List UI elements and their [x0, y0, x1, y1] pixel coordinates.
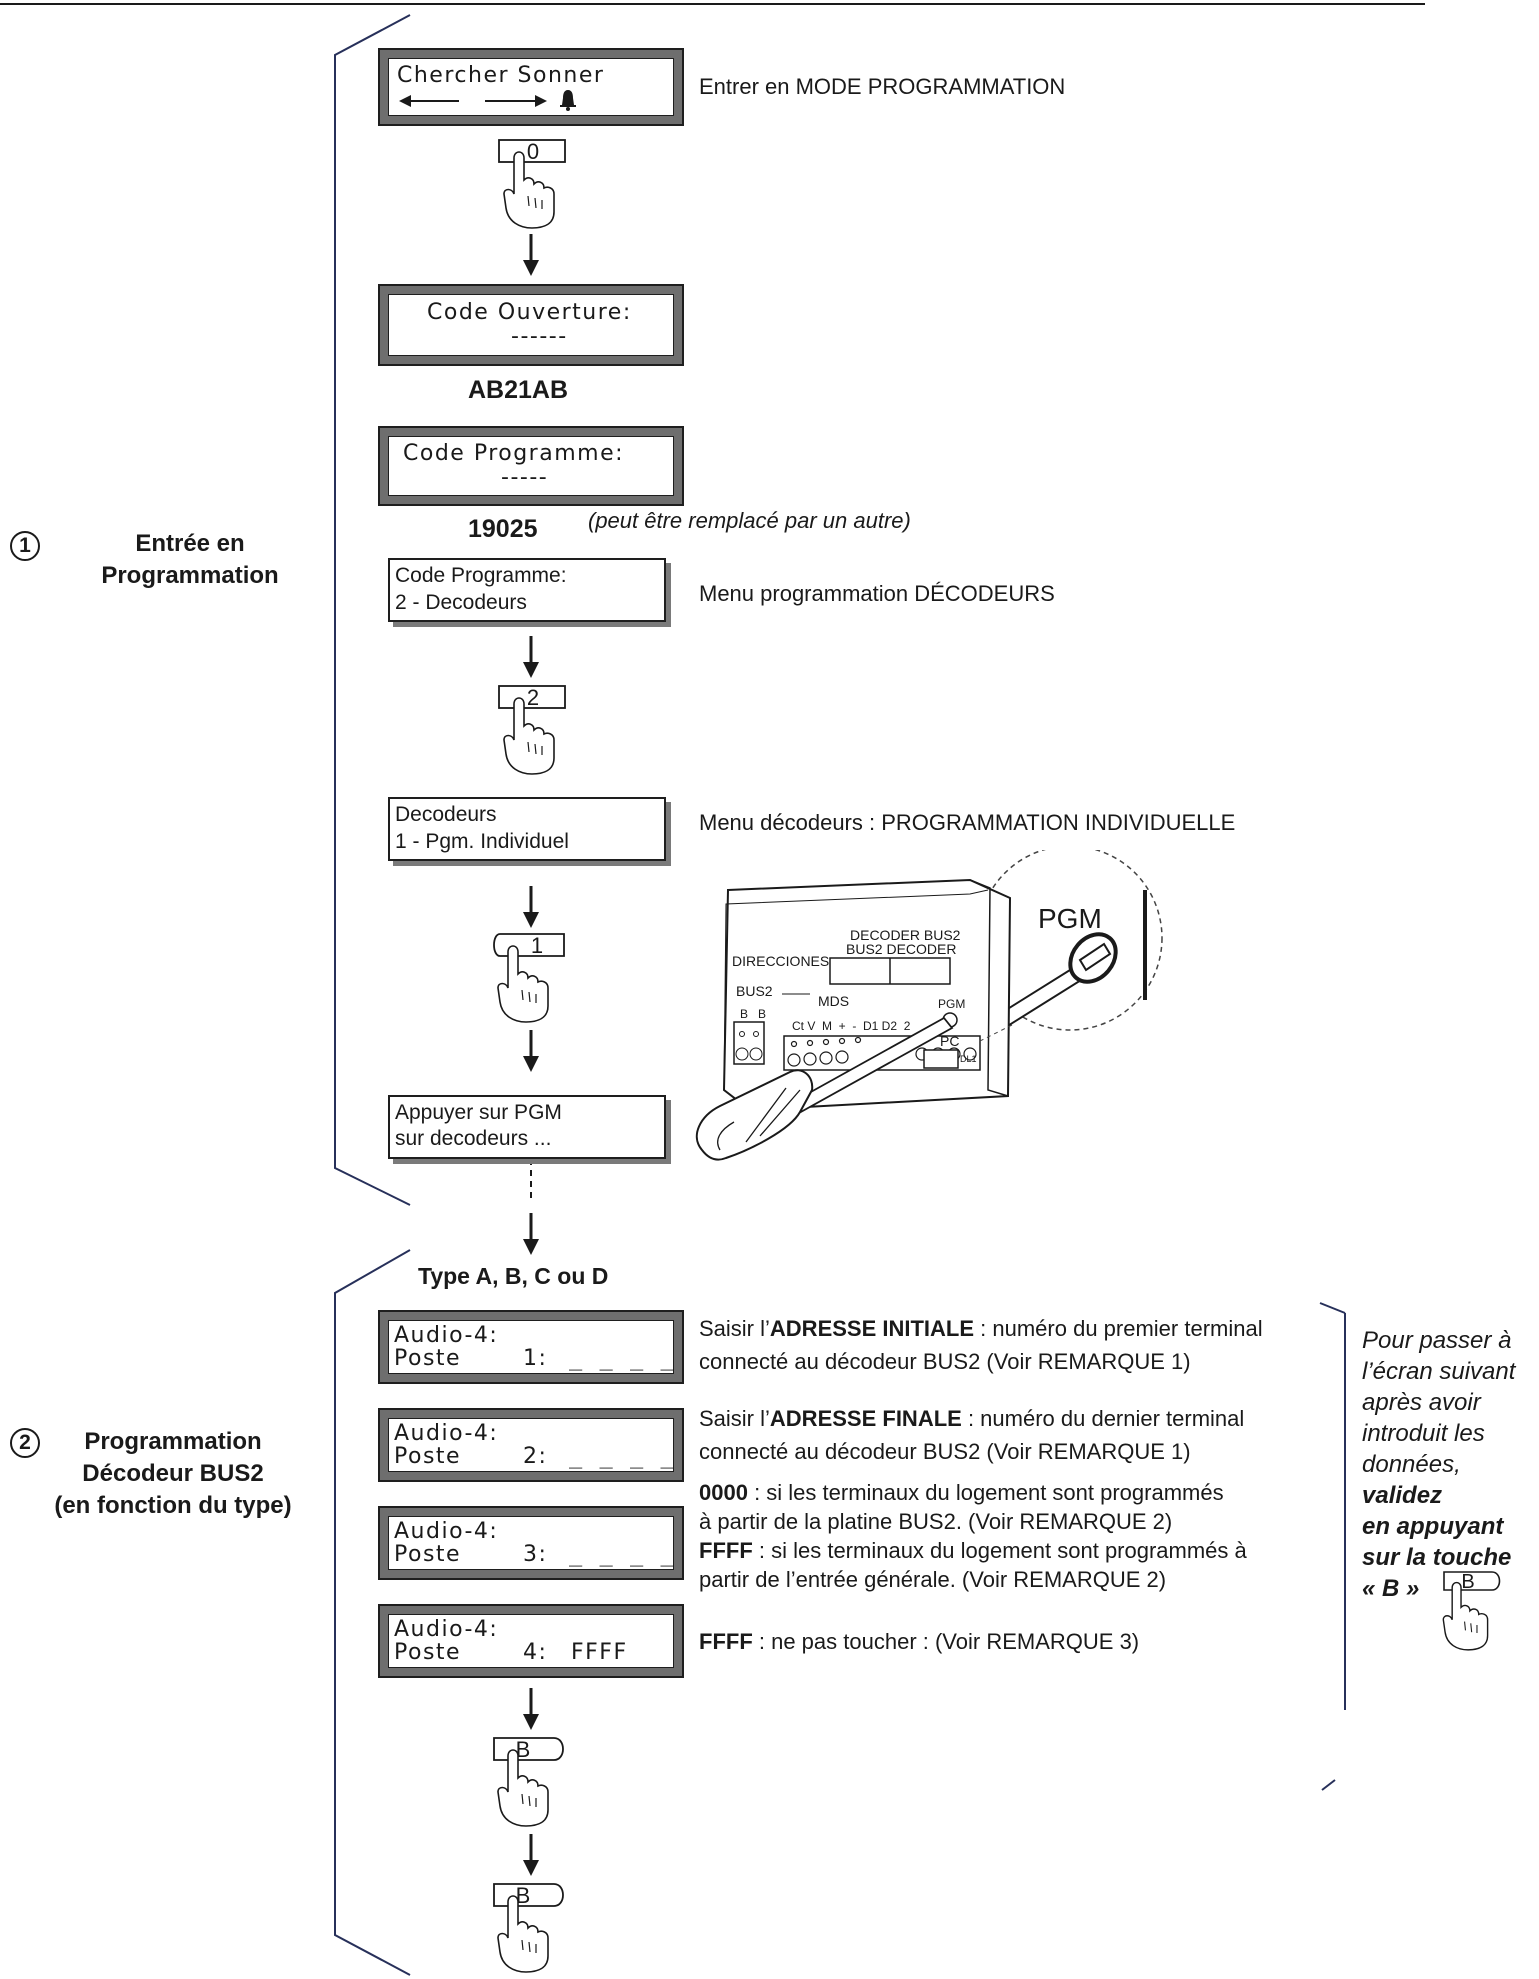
arrow-down-icon	[523, 234, 539, 276]
key-0-press: 0	[498, 136, 568, 230]
direcciones-label: DIRECCIONES	[732, 953, 829, 969]
lcd-line1: Audio-4:	[394, 1421, 499, 1446]
lcd-display-search: Chercher Sonner	[378, 48, 684, 126]
lcd-line2: ------	[511, 324, 568, 349]
side-note-validate: Pour passer à l’écran suivant après avoi…	[1362, 1327, 1516, 1602]
lcd-display-open-code: Code Ouverture: ------	[378, 284, 684, 366]
section-2-number: 2	[10, 1428, 40, 1458]
bell-icon	[560, 90, 576, 111]
lcd-display-press-pgm: Appuyer sur PGM sur decodeurs ...	[388, 1095, 666, 1159]
lcd-value: FFFF	[571, 1640, 628, 1665]
lcd-index: 4:	[523, 1640, 548, 1665]
key-2-label: 2	[526, 685, 540, 710]
lcd-display-individual: Decodeurs 1 - Pgm. Individuel	[388, 797, 666, 861]
lcd-line1: Chercher Sonner	[397, 63, 605, 88]
mds-label: MDS	[818, 993, 849, 1009]
lcd-line2: Poste	[394, 1640, 462, 1665]
arrow-down-icon	[523, 636, 539, 678]
desc-initial-address: Saisir l’ADRESSE INITIALE : numéro du pr…	[699, 1316, 1263, 1374]
pc-label: PC	[940, 1033, 959, 1049]
key-b-side-press: B	[1442, 1568, 1506, 1652]
arrow-down-icon	[523, 886, 539, 928]
lcd-line2: Poste	[394, 1346, 462, 1371]
desc-menu-decoders: Menu programmation DÉCODEURS	[699, 581, 1055, 606]
desc-final-address: Saisir l’ADRESSE FINALE : numéro du dern…	[699, 1406, 1245, 1464]
key-1-label: 1	[530, 933, 544, 958]
lcd-line1: Audio-4:	[394, 1519, 499, 1544]
lcd-index: 2:	[523, 1444, 548, 1469]
key-b-label: B	[515, 1883, 531, 1908]
key-1-press: 1	[488, 930, 568, 1024]
lcd-line1: Audio-4:	[394, 1617, 499, 1642]
desc-enter-programming: Entrer en MODE PROGRAMMATION	[699, 74, 1066, 99]
section-1-number: 1	[10, 531, 40, 561]
section-1-title-line1: Entrée en	[135, 530, 245, 557]
key-0-label: 0	[526, 139, 540, 164]
section-1-title-line2: Programmation	[101, 562, 279, 589]
lcd-line1: Code Programme:	[403, 441, 625, 466]
key-b-press-1: B	[492, 1734, 572, 1830]
lcd-line2: sur decodeurs ...	[395, 1127, 552, 1150]
pgm-zoom-label: PGM	[1038, 903, 1102, 934]
pins-label: Ct V M + - D1 D2 2	[792, 1019, 911, 1033]
desc-do-not-touch: FFFF : ne pas toucher : (Voir REMARQUE 3…	[699, 1629, 1140, 1654]
open-code-value: AB21AB	[468, 376, 569, 404]
lcd-display-audio-4: Audio-4: Poste 4: FFFF	[378, 1604, 684, 1678]
arrow-right-icon	[485, 95, 547, 107]
key-2-press: 2	[498, 682, 568, 776]
desc-housing-terminals: 0000 : si les terminaux du logement sont…	[699, 1480, 1247, 1592]
decoder-title-1: DECODER BUS2	[850, 927, 961, 943]
pgm-label: PGM	[938, 997, 965, 1011]
section-2-title-line3: (en fonction du type)	[54, 1492, 292, 1519]
finger-press-icon	[503, 151, 555, 229]
lcd-line1: Decodeurs	[395, 803, 497, 826]
section-2-title: Programmation Décodeur BUS2 (en fonction…	[28, 1426, 318, 1522]
arrow-down-icon	[523, 1213, 539, 1255]
finger-press-icon	[497, 945, 549, 1023]
section-2-title-line2: Décodeur BUS2	[82, 1460, 264, 1487]
lcd-display-program-code: Code Programme: -----	[378, 426, 684, 506]
program-code-note: (peut être remplacé par un autre)	[588, 508, 911, 533]
key-b-label: B	[1461, 1571, 1475, 1593]
bb-label: B B	[740, 1007, 766, 1021]
type-label: Type A, B, C ou D	[418, 1263, 609, 1289]
bus2-label: BUS2	[736, 983, 773, 999]
lcd-line1: Audio-4:	[394, 1323, 499, 1348]
arrow-down-icon	[523, 1688, 539, 1730]
finger-press-icon	[503, 697, 555, 775]
program-code-value: 19025	[468, 515, 538, 543]
lcd-line2: Poste	[394, 1542, 462, 1567]
finger-press-icon	[1442, 1581, 1489, 1651]
desc-individual: Menu décodeurs : PROGRAMMATION INDIVIDUE…	[699, 810, 1236, 835]
section-2-title-line1: Programmation	[84, 1428, 262, 1455]
section-1-title: Entrée en Programmation	[60, 528, 320, 592]
key-b-label: B	[515, 1737, 531, 1762]
finger-press-icon	[497, 1895, 549, 1973]
lcd-index: 1:	[523, 1346, 548, 1371]
lcd-index: 3:	[523, 1542, 548, 1567]
lcd-line2: 1 - Pgm. Individuel	[395, 830, 569, 853]
lcd-line2: Poste	[394, 1444, 462, 1469]
lcd-display-audio-2: Audio-4: Poste 2: _ _ _ _	[378, 1408, 684, 1482]
lcd-value: _ _ _ _	[569, 1542, 676, 1567]
decoder-title-2: BUS2 DECODER	[846, 941, 956, 957]
key-b-press-2: B	[492, 1880, 572, 1976]
lcd-line1: Code Ouverture:	[427, 300, 632, 325]
lcd-value: _ _ _ _	[569, 1346, 676, 1371]
arrow-down-icon	[523, 1834, 539, 1876]
arrow-left-icon	[399, 95, 459, 107]
lcd-line2: -----	[501, 465, 549, 490]
lcd-line1: Appuyer sur PGM	[395, 1101, 562, 1124]
finger-press-icon	[497, 1749, 549, 1827]
lcd-line2: 2 - Decodeurs	[395, 591, 527, 614]
dl1-label: DL1	[960, 1054, 977, 1064]
decoder-bus2-illustration: PGM DECODER BUS2 BUS2 DECODER DIRECCIONE…	[695, 850, 1163, 1161]
lcd-value: _ _ _ _	[569, 1444, 676, 1469]
lcd-display-menu-decoders: Code Programme: 2 - Decodeurs	[388, 558, 666, 622]
lcd-line1: Code Programme:	[395, 564, 567, 587]
lcd-display-audio-1: Audio-4: Poste 1: _ _ _ _	[378, 1310, 684, 1384]
arrow-down-icon	[523, 1030, 539, 1072]
lcd-display-audio-3: Audio-4: Poste 3: _ _ _ _	[378, 1506, 684, 1580]
